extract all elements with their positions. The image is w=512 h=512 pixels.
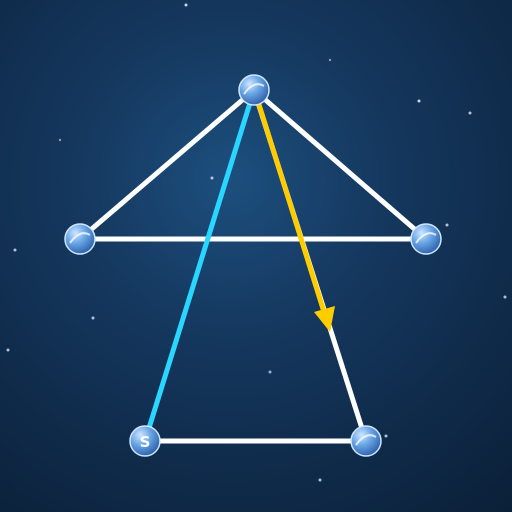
node-left[interactable] [64, 223, 96, 255]
node-bottom-right[interactable] [350, 425, 382, 457]
node-start[interactable]: S [129, 425, 161, 457]
start-node-label: S [140, 433, 151, 451]
planet-node-icon [355, 434, 377, 446]
node-apex[interactable] [238, 74, 270, 106]
planet-node-icon [69, 232, 91, 244]
edge-current-path [253, 92, 327, 315]
edge-apex-left[interactable] [77, 87, 257, 242]
edge-apex-right[interactable] [251, 87, 429, 242]
star-field [6, 3, 507, 482]
arrow-down-icon [314, 306, 335, 332]
planet-node-icon [243, 83, 265, 95]
edge-start-apex-visited [142, 87, 257, 444]
planet-node-icon [415, 232, 437, 244]
node-right[interactable] [410, 223, 442, 255]
